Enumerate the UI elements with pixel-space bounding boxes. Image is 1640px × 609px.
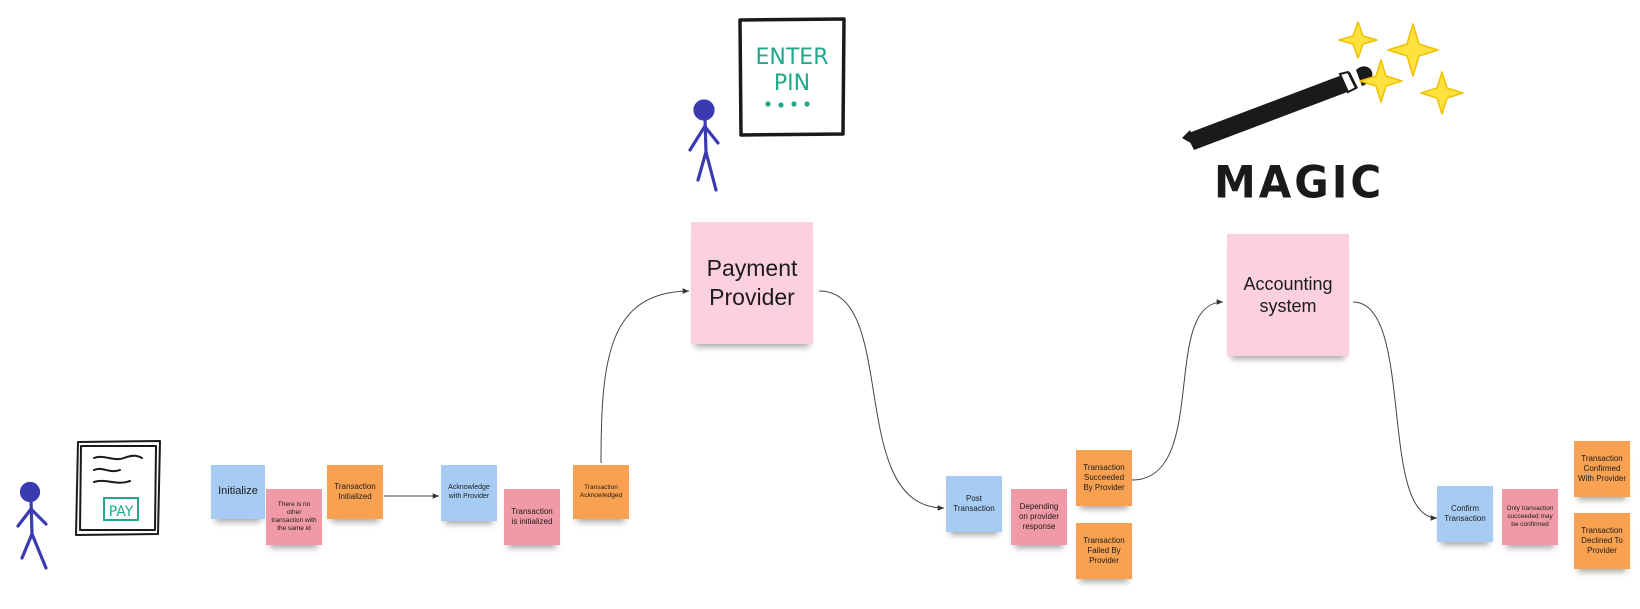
pay-button-label: PAY: [109, 504, 134, 520]
payer-stick-figure-icon: [688, 99, 720, 192]
arrow-acknowledged-to-payment-provider: [600, 288, 690, 464]
event-transaction-initialized-note[interactable]: Transaction Initialized: [327, 465, 383, 519]
command-post-transaction-note[interactable]: Post Transaction: [946, 476, 1002, 532]
system-accounting-system-note[interactable]: Accounting system: [1227, 234, 1349, 356]
magic-wand-icon: [1182, 21, 1464, 150]
customer-stick-figure-icon: [16, 481, 48, 570]
rule-depending-on-provider-response-note[interactable]: Depending on provider response: [1011, 489, 1067, 545]
rule-transaction-is-initialized-note[interactable]: Transaction is initialized: [504, 489, 560, 545]
arrow-succeeded-to-accounting-system: [1131, 299, 1224, 481]
sparkle-icon: [1359, 59, 1403, 103]
arrow-accounting-system-to-confirm-transaction: [1352, 301, 1438, 521]
pay-form-sketch: PAY: [75, 440, 161, 536]
event-transaction-succeeded-by-provider-note[interactable]: Transaction Succeeded By Provider: [1076, 450, 1132, 506]
command-acknowledge-with-provider-note[interactable]: Acknowledge with Provider: [441, 465, 497, 521]
sparkle-icon: [1420, 71, 1464, 115]
event-transaction-failed-by-provider-note[interactable]: Transaction Failed By Provider: [1076, 523, 1132, 579]
command-initialize-note[interactable]: Initialize: [211, 465, 265, 519]
rule-no-duplicate-transaction-note[interactable]: There is no other transaction with the s…: [266, 489, 322, 545]
event-transaction-confirmed-with-provider-note[interactable]: Transaction Confirmed With Provider: [1574, 441, 1630, 497]
rule-only-succeeded-may-be-confirmed-note[interactable]: Only transaction succeeded may be confir…: [1502, 489, 1558, 545]
sparkle-icon: [1338, 21, 1378, 59]
command-confirm-transaction-note[interactable]: Confirm Transaction: [1437, 486, 1493, 542]
system-payment-provider-note[interactable]: Payment Provider: [691, 222, 813, 344]
event-transaction-acknowledged-note[interactable]: Transaction Acknowledged: [573, 465, 629, 519]
event-transaction-declined-to-provider-note[interactable]: Transaction Declined To Provider: [1574, 513, 1630, 569]
arrow-payment-provider-to-post-transaction: [818, 290, 945, 511]
sparkle-icon: [1387, 23, 1439, 77]
magic-caption: MAGIC: [1214, 156, 1385, 209]
